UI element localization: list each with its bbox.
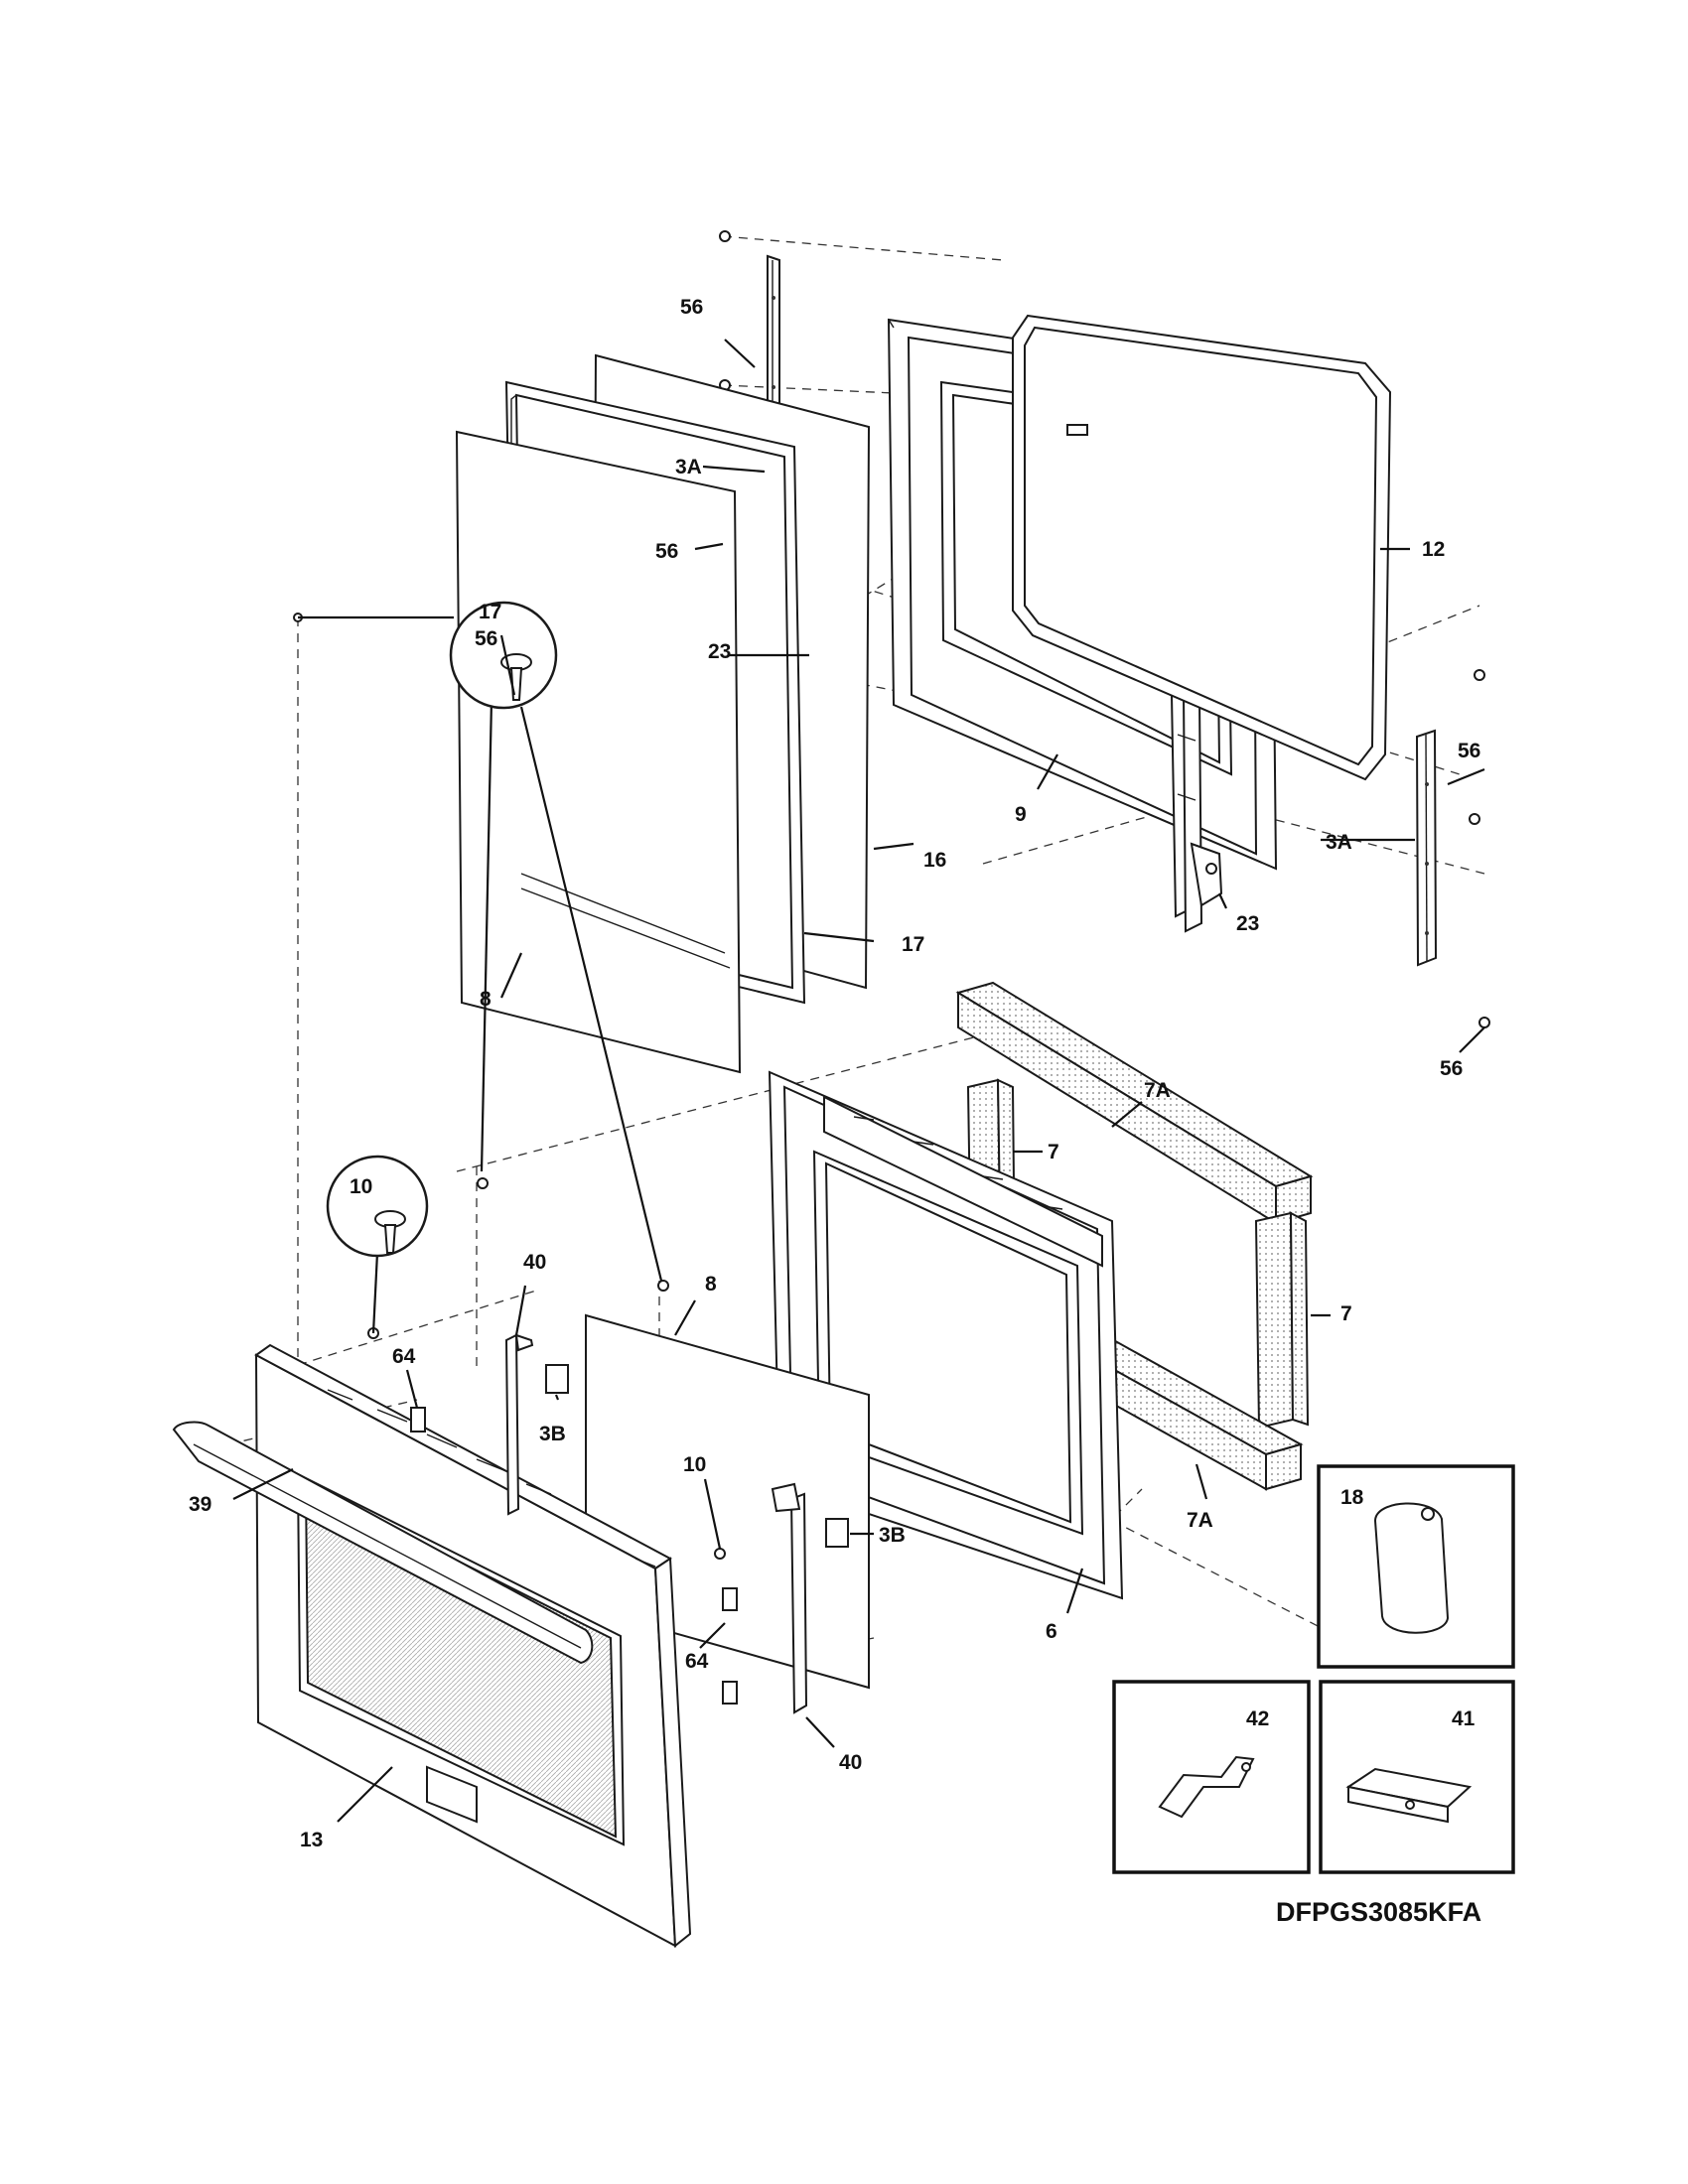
hinge-23-right [1170,686,1223,933]
label-42: 42 [1246,1707,1269,1730]
side-trim-3a-right [1415,729,1438,967]
door-handle-39 [172,1421,594,1665]
label-64-top: 64 [392,1345,416,1368]
label-39: 39 [189,1493,211,1516]
label-7a-top: 7A [1144,1079,1171,1102]
label-23-left: 23 [708,640,731,663]
label-56-a: 56 [680,296,703,319]
glass-panel-8-top [455,430,742,1074]
label-40-right: 40 [839,1751,862,1774]
label-40-left: 40 [523,1251,546,1274]
label-64-bottom: 64 [685,1650,709,1673]
detail-box-41 [1319,1680,1515,1874]
clip-64-top [410,1407,426,1433]
label-56-circle: 56 [475,627,497,650]
label-16: 16 [923,849,946,872]
label-9: 9 [1015,803,1027,826]
label-56-b: 56 [655,540,678,563]
label-23-right: 23 [1236,912,1259,935]
label-56-bottom-right: 56 [1440,1057,1463,1080]
outer-door-13 [254,1343,692,1948]
label-7a-bottom: 7A [1187,1509,1213,1532]
model-number: DFPGS3085KFA [1276,1897,1481,1927]
clip-64-bottom [722,1587,738,1705]
label-17-top: 17 [479,601,501,623]
door-gasket-12 [1012,314,1392,781]
label-3a-right: 3A [1326,831,1352,854]
insulation-7a-top [955,981,1314,1225]
label-7-left: 7 [1048,1141,1059,1163]
insulation-7-right [1254,1211,1310,1430]
label-6: 6 [1046,1620,1057,1643]
label-12: 12 [1422,538,1445,561]
bracket-3b-left [545,1364,569,1394]
door-channel-40-right [771,1482,808,1714]
part-number-labels: 56 3A 56 12 17 23 56 9 3A 16 23 17 8 56 … [189,296,1480,1851]
door-channel-40-left [504,1333,534,1516]
detail-box-18 [1317,1464,1515,1669]
label-10-circle: 10 [350,1175,372,1198]
label-13: 13 [300,1829,323,1851]
label-18: 18 [1340,1486,1364,1509]
label-8-mid: 8 [705,1273,717,1296]
screw-56-right [1469,669,1490,1028]
bracket-3b-right [825,1518,849,1548]
label-3b-left: 3B [539,1423,566,1445]
label-3b-right: 3B [879,1524,906,1547]
screw-10-detail-callout [326,1155,429,1334]
leader-lines [232,339,1485,1823]
label-3a-left: 3A [675,456,702,478]
label-17-bottom: 17 [902,933,924,956]
label-56-right: 56 [1458,740,1480,762]
label-41: 41 [1452,1707,1476,1730]
label-7-right: 7 [1340,1302,1352,1325]
label-8-top: 8 [480,988,492,1011]
label-10-small: 10 [683,1453,706,1476]
detail-box-42 [1112,1680,1311,1874]
